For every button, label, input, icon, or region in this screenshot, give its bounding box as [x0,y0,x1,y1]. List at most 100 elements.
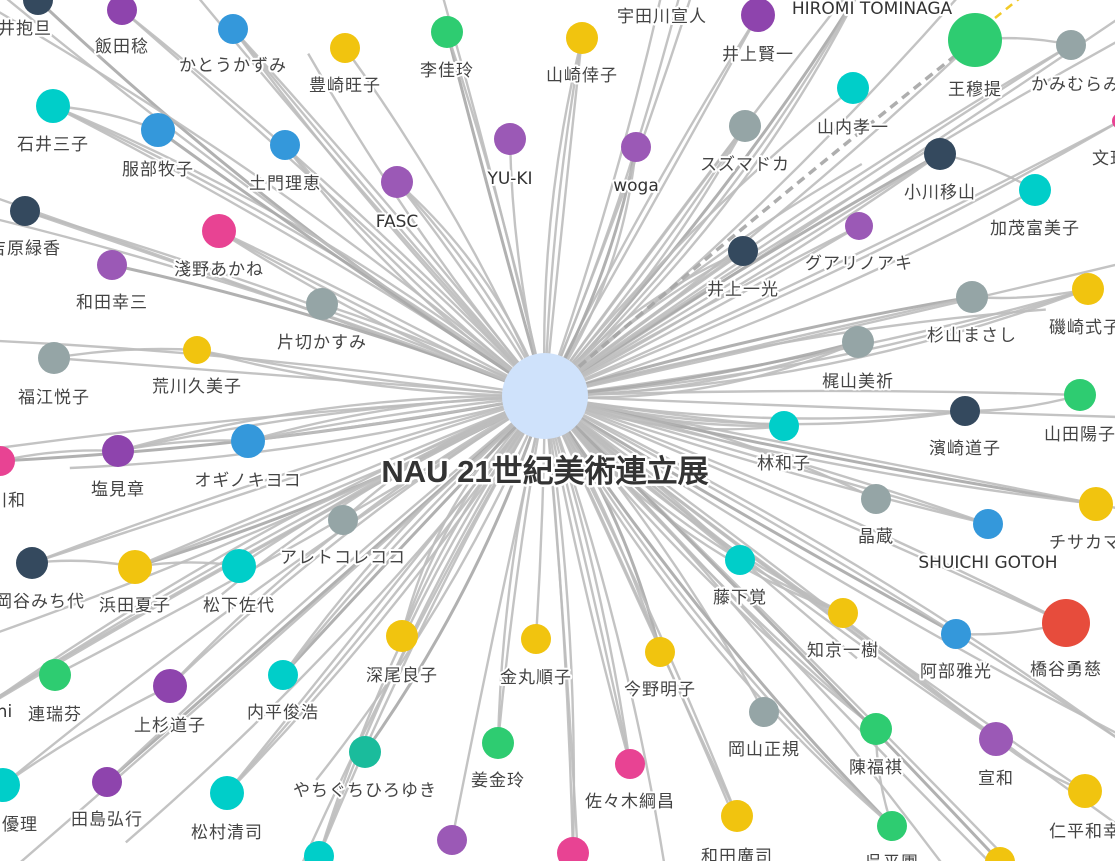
artist-node[interactable]: 金丸順子 [498,624,573,690]
artist-node[interactable]: 藤下覚 [711,545,768,610]
artist-node-circle[interactable] [118,550,152,584]
artist-node-circle[interactable] [985,847,1015,861]
artist-node-circle[interactable] [23,0,53,15]
artist-node[interactable]: 淺野あかね [172,214,265,282]
artist-node[interactable]: 山内孝一 [815,72,890,140]
artist-node[interactable]: 和田幸三 [74,250,149,315]
artist-node-circle[interactable] [218,14,248,44]
artist-node-circle[interactable] [877,811,907,841]
artist-node-circle[interactable] [842,326,874,358]
artist-node-circle[interactable] [721,800,753,832]
artist-node-circle[interactable] [1042,599,1090,647]
artist-node[interactable]: 小川移山 [902,138,977,205]
artist-node-circle[interactable] [566,22,598,54]
artist-node[interactable]: 福江悦子 [16,342,91,410]
artist-node[interactable]: 豊崎旺子 [307,33,382,98]
artist-node[interactable]: 李佳玲 [418,16,475,83]
artist-node-circle[interactable] [521,624,551,654]
artist-node-circle[interactable] [621,132,651,162]
artist-node[interactable]: 加茂富美子 [988,174,1081,241]
artist-node[interactable] [557,837,589,861]
artist-node-circle[interactable] [107,0,137,25]
artist-node[interactable]: 文珏 [1090,113,1115,171]
artist-node-circle[interactable] [837,72,869,104]
artist-node-circle[interactable] [437,825,467,855]
artist-node[interactable]: 宇田川宣人 [615,5,708,29]
artist-node-circle[interactable] [141,113,175,147]
artist-node-circle[interactable] [1056,30,1086,60]
artist-node-circle[interactable] [381,166,413,198]
artist-node-circle[interactable] [729,110,761,142]
artist-node[interactable]: グアリノアキ [803,212,914,276]
artist-node-circle[interactable] [304,841,334,861]
artist-node-circle[interactable] [861,484,891,514]
artist-node[interactable]: 林和子 [755,411,812,476]
artist-node-circle[interactable] [950,396,980,426]
artist-node-circle[interactable] [725,545,755,575]
artist-node[interactable]: SHUICHI GOTOH [916,509,1060,575]
artist-node-circle[interactable] [956,281,988,313]
artist-node[interactable]: 姜金玲 [469,727,526,793]
artist-node-circle[interactable] [270,130,300,160]
artist-node-circle[interactable] [0,768,20,802]
artist-node-circle[interactable] [645,637,675,667]
artist-node[interactable]: 呉平團 [863,811,920,861]
artist-node[interactable]: 阿部雅光 [918,619,993,684]
artist-node-circle[interactable] [386,620,418,652]
artist-node[interactable]: 宣和 [976,722,1015,791]
artist-node[interactable]: 優理 [0,768,39,837]
artist-node[interactable]: woga [611,132,661,198]
artist-node[interactable]: shi [0,700,14,724]
artist-node[interactable]: アレトコレココ [278,505,407,570]
artist-node[interactable]: 片切かすみ [275,288,368,355]
artist-node-circle[interactable] [615,749,645,779]
artist-node-circle[interactable] [38,342,70,374]
artist-node-circle[interactable] [202,214,236,248]
artist-node[interactable]: 田島弘行 [69,767,144,832]
artist-node-circle[interactable] [10,196,40,226]
artist-node-circle[interactable] [222,549,256,583]
exhibition-hub-node[interactable] [502,353,588,439]
artist-node-circle[interactable] [979,722,1013,756]
artist-node-circle[interactable] [1072,273,1104,305]
artist-node[interactable]: 松村清司 [189,776,264,845]
artist-node[interactable]: 岡山正規 [726,697,801,762]
artist-node-circle[interactable] [431,16,463,48]
artist-node-circle[interactable] [728,236,758,266]
artist-node[interactable]: やちぐちひろゆき [291,736,438,803]
artist-node-circle[interactable] [306,288,338,320]
artist-node[interactable]: 和田廣司 [699,800,774,861]
artist-node[interactable]: HIROMI TOMINAGA [790,0,955,21]
artist-node[interactable] [985,847,1015,861]
artist-node-circle[interactable] [183,336,211,364]
artist-node[interactable]: 松下佐代 [201,549,276,618]
artist-node-circle[interactable] [36,89,70,123]
artist-node[interactable]: 浜田夏子 [97,550,172,618]
artist-node[interactable]: 陳福祺 [847,713,904,780]
artist-node[interactable] [304,841,334,861]
artist-node-circle[interactable] [741,0,775,32]
artist-node[interactable]: 王穆提 [946,13,1003,102]
artist-node-circle[interactable] [0,446,15,476]
artist-node[interactable]: 川和 [0,446,27,513]
artist-node-circle[interactable] [482,727,514,759]
artist-node-circle[interactable] [16,547,48,579]
artist-node-circle[interactable] [1112,113,1115,129]
artist-node[interactable]: かとうかずみ [177,14,288,78]
artist-node-circle[interactable] [1079,487,1113,521]
artist-node[interactable]: スズマドカ [698,110,791,177]
artist-node[interactable]: 石井三子 [15,89,90,157]
artist-node[interactable]: オギノキヨコ [192,424,303,493]
artist-node-circle[interactable] [749,697,779,727]
artist-node[interactable]: 服部牧子 [120,113,195,182]
artist-node[interactable]: 荒川久美子 [150,336,243,399]
artist-node-circle[interactable] [860,713,892,745]
artist-node[interactable]: 土門理恵 [247,130,322,196]
artist-node-circle[interactable] [97,250,127,280]
artist-node[interactable]: 連瑞芬 [26,659,83,727]
artist-node-circle[interactable] [349,736,381,768]
artist-node[interactable]: 知京一樹 [805,598,880,663]
artist-node-circle[interactable] [92,767,122,797]
artist-node[interactable]: かみむらみと [1029,30,1115,97]
